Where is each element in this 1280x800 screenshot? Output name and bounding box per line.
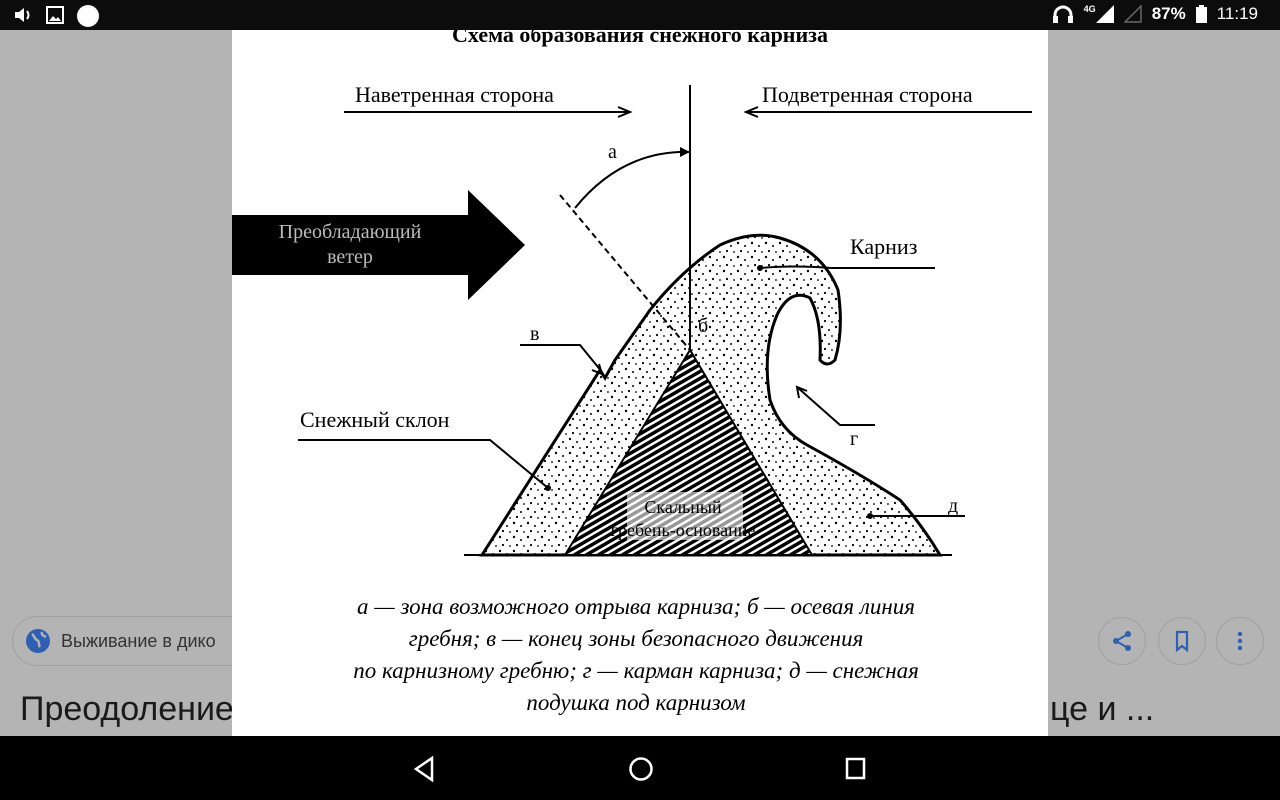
signal-icon	[1095, 5, 1114, 23]
caption-line-3: по карнизному гребню; г — карман карниза…	[353, 658, 919, 683]
clock: 11:19	[1216, 4, 1258, 23]
notification-dot-icon	[77, 5, 99, 27]
wifi-empty-icon	[1123, 5, 1142, 23]
slope-label: Снежный склон	[300, 407, 450, 432]
globe-icon	[26, 629, 50, 653]
more-vert-icon	[1237, 631, 1243, 651]
diagram-title: Схема образования снежного карниза	[452, 30, 828, 47]
status-bar: 4G 87% 11:19	[0, 0, 1280, 30]
save-button[interactable]	[1158, 617, 1206, 665]
caption-line-4: подушка под карнизом	[526, 690, 746, 715]
back-button[interactable]	[412, 756, 436, 782]
home-button[interactable]	[628, 756, 654, 782]
rock-label-2: гребень-основание	[611, 520, 756, 540]
label-b: б	[698, 315, 708, 337]
source-name: Выживание в дико	[61, 630, 216, 651]
battery-percent: 87%	[1151, 4, 1186, 23]
share-button[interactable]	[1098, 617, 1146, 665]
rock-label-1: Скальный	[644, 497, 722, 517]
caption-line-2: гребня; в — конец зоны безопасного движе…	[409, 626, 864, 651]
bookmark-icon	[1175, 630, 1189, 653]
wind-label-2: ветер	[327, 246, 373, 268]
label-d: д	[948, 495, 958, 517]
wind-label-1: Преобладающий	[279, 221, 422, 243]
result-title-end[interactable]: це и ...	[1050, 690, 1155, 728]
more-button[interactable]	[1216, 617, 1264, 665]
label-g: г	[850, 428, 858, 450]
label-v: в	[530, 323, 539, 345]
result-title[interactable]: Преодоление	[20, 690, 234, 728]
leeward-label: Подветренная сторона	[762, 82, 973, 107]
volume-icon	[15, 8, 30, 22]
label-a: а	[608, 141, 617, 163]
wind-arrow	[232, 190, 525, 300]
navigation-bar	[0, 736, 1280, 800]
recents-button[interactable]	[845, 757, 867, 781]
caption-line-1: а — зона возможного отрыва карниза; б — …	[357, 594, 915, 619]
headphones-icon	[1052, 5, 1073, 23]
diagram-image[interactable]: Схема образования снежного карниза Навет…	[232, 30, 1048, 736]
share-icon	[1113, 631, 1131, 651]
battery-icon	[1195, 5, 1207, 23]
image-icon	[46, 6, 64, 24]
windward-label: Наветренная сторона	[355, 82, 554, 107]
source-chip[interactable]: Выживание в дико	[12, 616, 312, 666]
cornice-label: Карниз	[850, 234, 917, 259]
network-type: 4G	[1083, 4, 1096, 14]
